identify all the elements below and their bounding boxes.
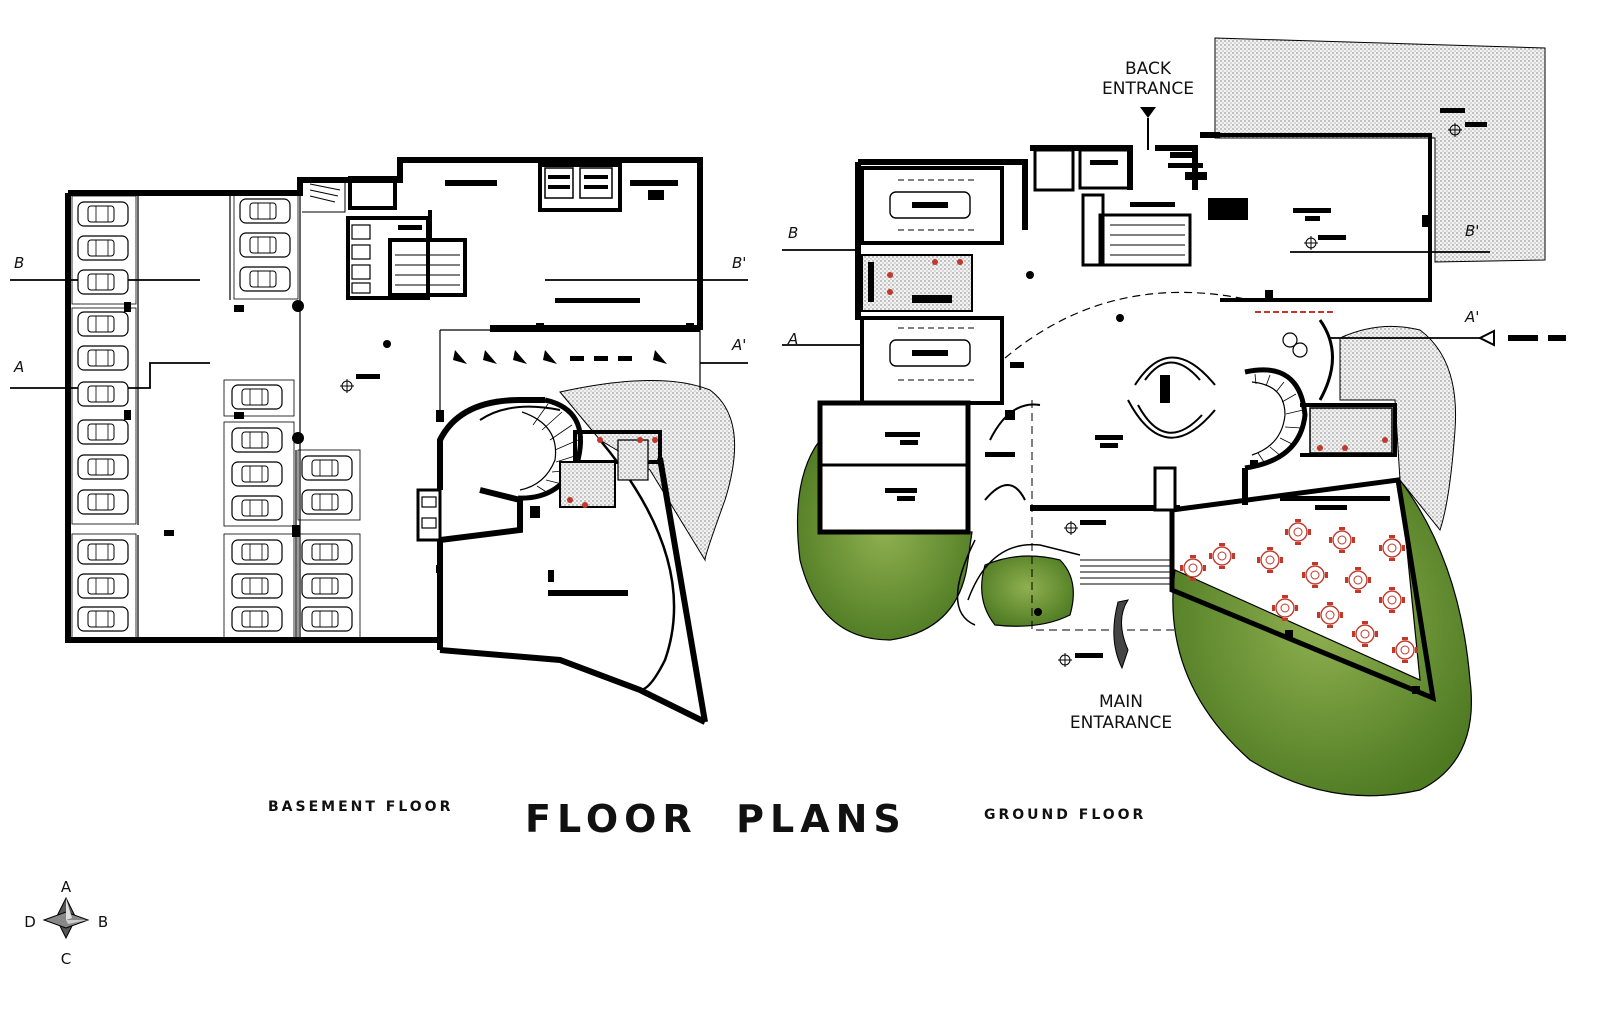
main-entrance-line2: ENTARANCE: [1070, 713, 1172, 733]
ground-floor-label: GROUND FLOOR: [984, 807, 1146, 823]
ground-section-a: A: [787, 330, 798, 348]
basement-floor-label: BASEMENT FLOOR: [268, 799, 453, 815]
parking-left-column: [77, 201, 129, 632]
back-entrance-line1: BACK: [1125, 59, 1172, 79]
basement-section-b-prime: B': [732, 254, 746, 272]
ground-plan: [782, 37, 1566, 797]
basement-section-a-prime: A': [731, 336, 746, 354]
compass-s: C: [61, 950, 71, 968]
basement-section-b: B: [14, 254, 24, 272]
ground-hatch-right: [1339, 325, 1457, 532]
compass-e: B: [98, 913, 108, 931]
compass-w: D: [24, 913, 36, 931]
main-entrance-line1: MAIN: [1099, 692, 1143, 712]
conference-table-upper: [889, 191, 971, 219]
page-title: FLOOR PLANS: [525, 797, 907, 841]
parking-right-column: [301, 455, 353, 632]
lawn-left: [796, 438, 973, 641]
lawn-center: [981, 555, 1074, 627]
back-entrance-line2: ENTRANCE: [1102, 79, 1194, 99]
ground-section-b-prime: B': [1465, 222, 1479, 240]
lawn-right: [1172, 477, 1472, 797]
conference-table-lower: [889, 339, 971, 367]
ground-hatch-top-right: [1214, 37, 1546, 263]
basement-section-a: A: [13, 358, 24, 376]
basement-landscape-hatch: [559, 379, 736, 562]
compass-rose-icon: [42, 896, 90, 940]
ground-section-b: B: [788, 224, 798, 242]
basement-plan: [10, 157, 748, 725]
ground-section-a-prime: A': [1464, 308, 1479, 326]
compass-n: A: [61, 878, 72, 896]
